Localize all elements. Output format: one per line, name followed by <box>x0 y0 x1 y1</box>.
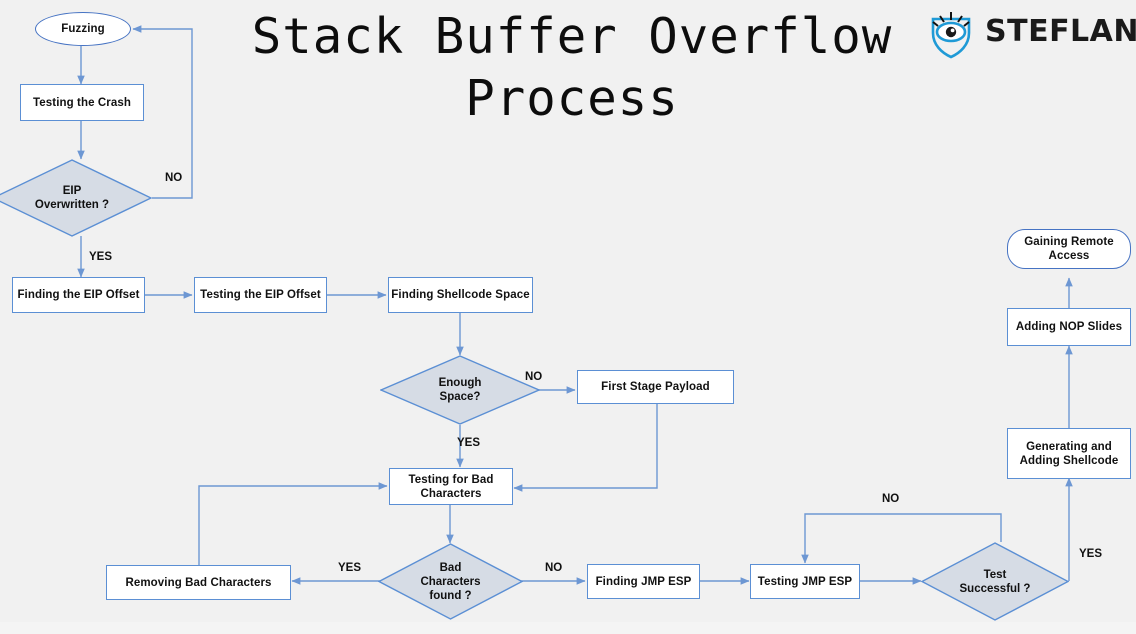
node-label: First Stage Payload <box>601 381 710 393</box>
edge-label-space-no: NO <box>525 371 543 383</box>
node-testing-for-bad-characters[interactable]: Testing for Bad Characters <box>389 468 513 505</box>
edge-label-eip-yes: YES <box>89 251 113 263</box>
node-label: Removing Bad Characters <box>125 576 272 589</box>
node-label: Generating and Adding Shellcode <box>1019 440 1119 467</box>
node-label: Adding NOP Slides <box>1015 321 1123 333</box>
brand-name: STEFLAN <box>985 14 1136 49</box>
node-testing-the-crash[interactable]: Testing the Crash <box>20 84 144 121</box>
shield-eye-icon <box>925 5 981 60</box>
node-label: Fuzzing <box>61 23 105 35</box>
node-first-stage-payload[interactable]: First Stage Payload <box>577 370 734 404</box>
node-gaining-remote-access[interactable]: Gaining Remote Access <box>1007 229 1131 269</box>
node-adding-nop-slides[interactable]: Adding NOP Slides <box>1007 308 1131 346</box>
node-generating-and-adding-shellcode[interactable]: Generating and Adding Shellcode <box>1007 428 1131 479</box>
node-label: Bad Characters found ? <box>420 561 481 602</box>
node-label: Gaining Remote Access <box>1024 236 1114 262</box>
node-removing-bad-characters[interactable]: Removing Bad Characters <box>106 565 291 600</box>
node-finding-jmp-esp[interactable]: Finding JMP ESP <box>587 564 700 599</box>
node-label: Enough Space? <box>438 377 482 403</box>
page-title: Stack Buffer Overflow Process <box>251 8 893 127</box>
node-enough-space[interactable]: Enough Space? <box>380 355 540 425</box>
node-test-successful[interactable]: Test Successful ? <box>921 542 1069 621</box>
node-label: Testing the EIP Offset <box>200 289 321 301</box>
node-label: EIP Overwritten ? <box>34 185 110 211</box>
node-label: Testing the Crash <box>33 96 131 109</box>
node-label: Finding the EIP Offset <box>17 289 140 301</box>
node-label: Test Successful ? <box>959 568 1031 595</box>
node-label: Finding JMP ESP <box>595 575 692 588</box>
edge-label-test-no: NO <box>882 493 900 505</box>
node-testing-the-eip-offset[interactable]: Testing the EIP Offset <box>194 277 327 313</box>
edge-label-badchars-yes: YES <box>338 562 362 574</box>
node-bad-characters-found[interactable]: Bad Characters found ? <box>378 543 523 620</box>
edge-label-test-yes: YES <box>1079 548 1103 560</box>
node-label: Finding Shellcode Space <box>391 289 530 301</box>
node-finding-shellcode-space[interactable]: Finding Shellcode Space <box>388 277 533 313</box>
node-label: Testing for Bad Characters <box>408 473 494 500</box>
node-eip-overwritten[interactable]: EIP Overwritten ? <box>0 159 152 237</box>
bottom-strip <box>0 622 1136 634</box>
node-fuzzing[interactable]: Fuzzing <box>35 12 131 46</box>
edge-label-eip-no: NO <box>165 172 183 184</box>
brand-logo: STEFLAN <box>925 5 1136 60</box>
node-finding-the-eip-offset[interactable]: Finding the EIP Offset <box>12 277 145 313</box>
node-label: Testing JMP ESP <box>757 575 853 588</box>
node-testing-jmp-esp[interactable]: Testing JMP ESP <box>750 564 860 599</box>
edge-label-badchars-no: NO <box>545 562 563 574</box>
edge-label-space-yes: YES <box>457 437 481 449</box>
